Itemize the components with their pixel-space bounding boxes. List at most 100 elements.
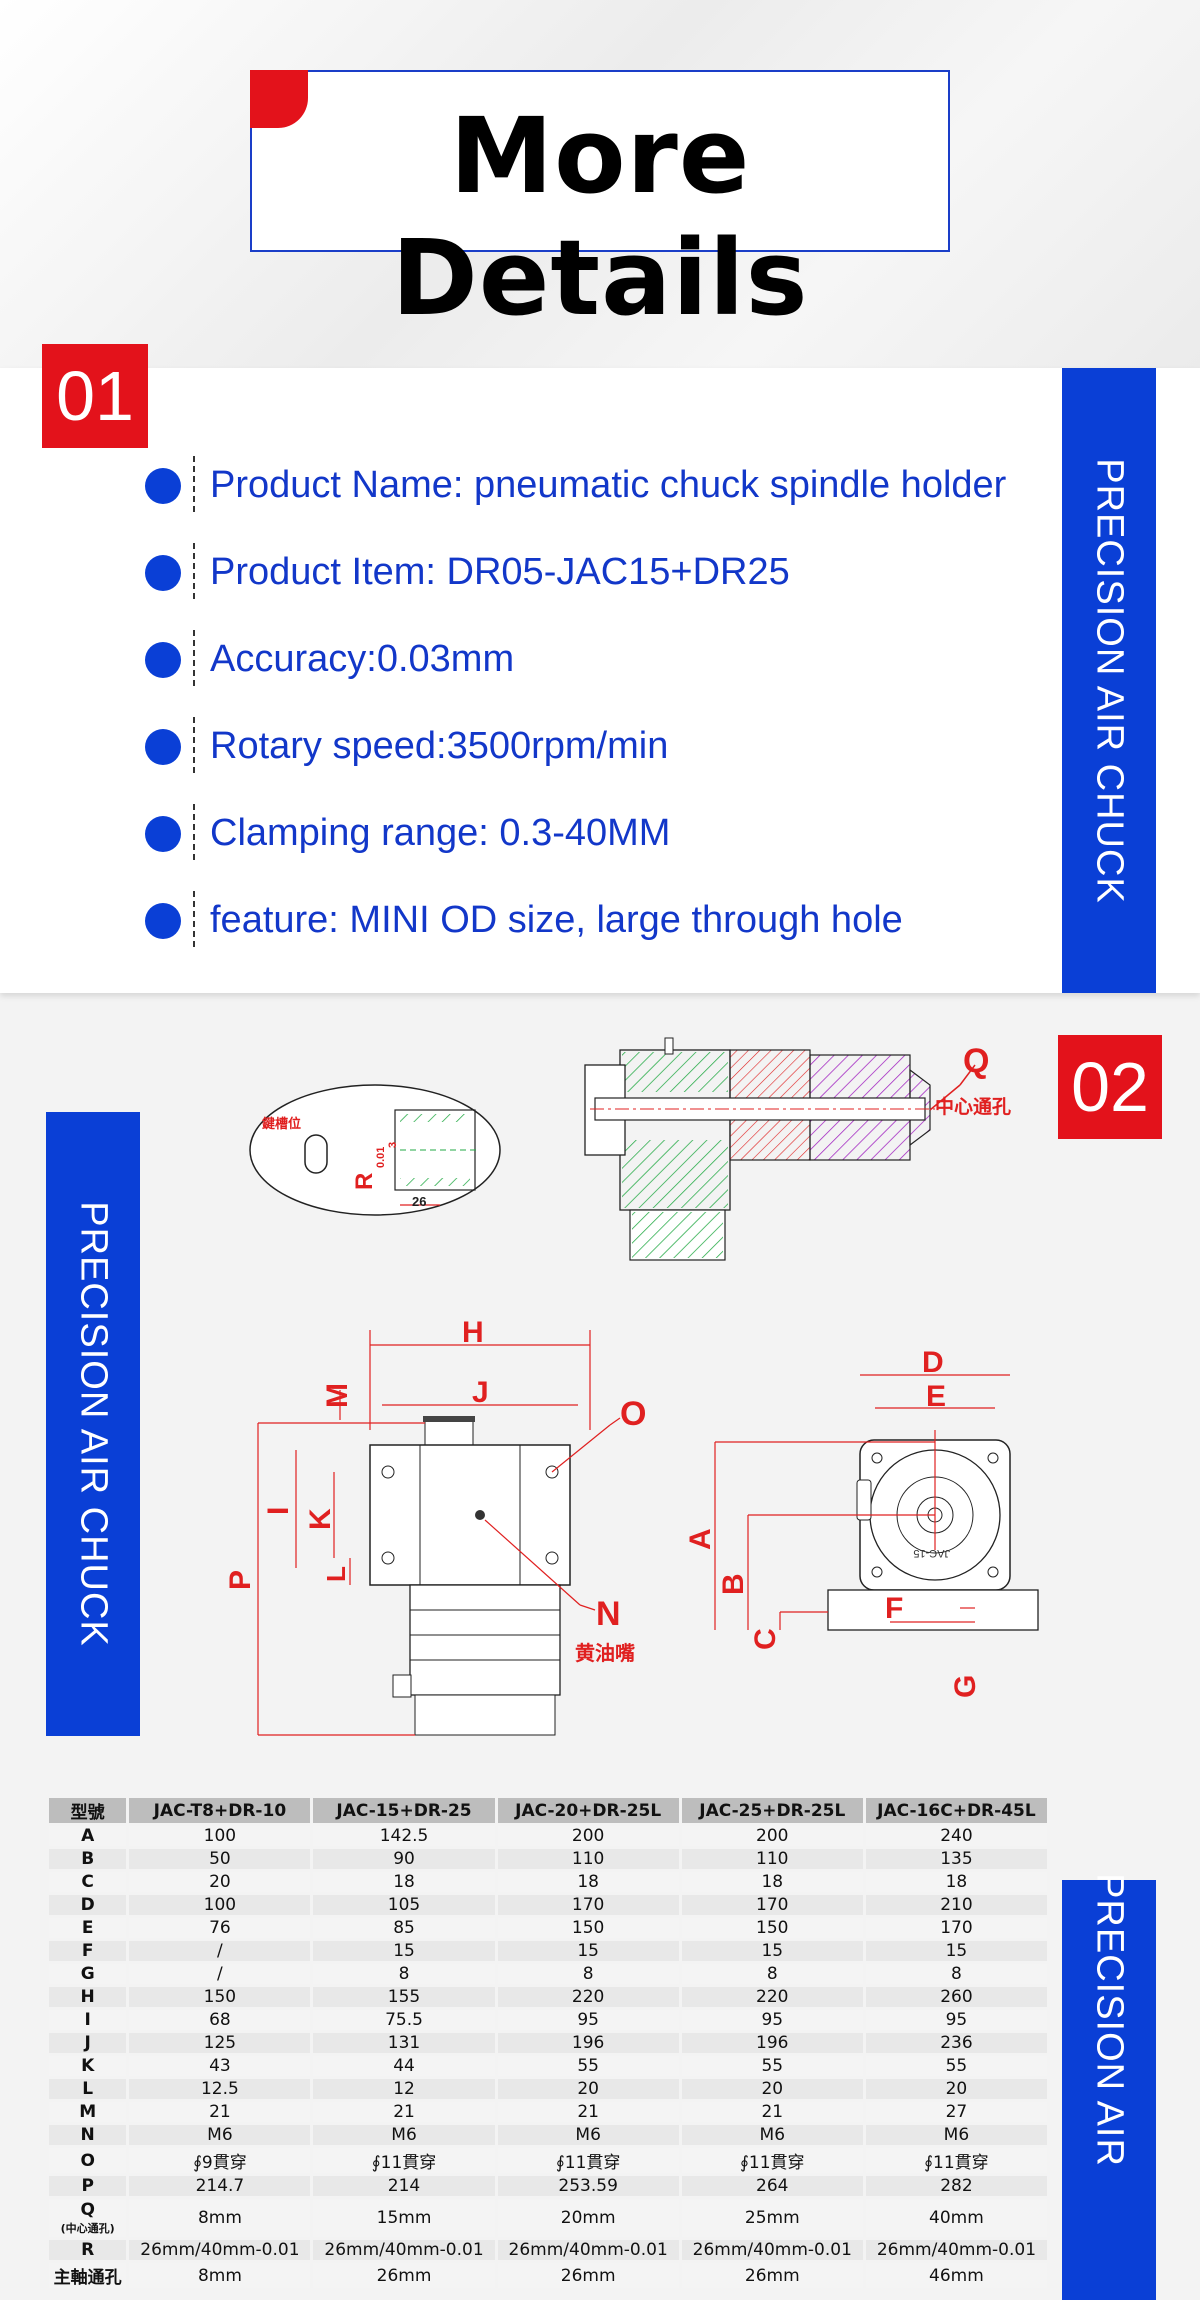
table-cell: 20 xyxy=(129,1872,311,1892)
row-label: I xyxy=(84,2010,91,2030)
row-label-cell: K xyxy=(49,2056,127,2076)
spec-text: Clamping range: 0.3-40MM xyxy=(210,812,671,854)
row-label-cell: M xyxy=(49,2102,127,2122)
dim-e-label: E xyxy=(926,1380,946,1413)
table-cell: M6 xyxy=(681,2125,863,2145)
table-cell: 20mm xyxy=(497,2199,679,2237)
table-cell: 20 xyxy=(681,2079,863,2099)
table-cell: 8mm xyxy=(129,2263,311,2288)
table-cell: 68 xyxy=(129,2010,311,2030)
row-label: N xyxy=(80,2125,95,2145)
dim-r-tolerance: 0.01 xyxy=(375,1147,387,1168)
divider xyxy=(193,891,195,947)
row-label: 主軸通孔 xyxy=(53,2268,122,2288)
row-label: E xyxy=(81,1918,94,1938)
table-cell: 21 xyxy=(129,2102,311,2122)
bullet-icon xyxy=(145,903,181,939)
title-frame xyxy=(250,70,950,252)
row-label: C xyxy=(81,1872,94,1892)
technical-drawing: 鍵槽位 R 0.01 3 26 Q 中心通孔 xyxy=(224,1037,1039,1736)
spec-text: Product Item: DR05-JAC15+DR25 xyxy=(210,551,790,593)
table-header-model: JAC-15+DR-25 xyxy=(313,1798,495,1823)
table-cell: 55 xyxy=(865,2056,1047,2076)
table-cell: 110 xyxy=(497,1849,679,1869)
dim-q-label: Q xyxy=(963,1042,989,1080)
bullet-icon xyxy=(145,816,181,852)
table-cell: 8 xyxy=(865,1964,1047,1984)
table-cell: 12 xyxy=(313,2079,495,2099)
table-cell: 105 xyxy=(313,1895,495,1915)
page-title: More Details xyxy=(391,95,809,339)
table-cell: ∮11貫穿 xyxy=(865,2148,1047,2173)
table-cell: 55 xyxy=(497,2056,679,2076)
dim-h-label: H xyxy=(462,1316,484,1349)
title-corner-tab xyxy=(250,70,308,128)
table-cell: 282 xyxy=(865,2176,1047,2196)
row-label-cell: D xyxy=(49,1895,127,1915)
table-cell: 76 xyxy=(129,1918,311,1938)
side-banner: PRECISION AIR xyxy=(1062,1873,1156,2300)
table-cell: 196 xyxy=(497,2033,679,2053)
dim-m-label: M xyxy=(321,1383,354,1408)
dim-d-label: D xyxy=(922,1346,944,1379)
spec-text: Rotary speed:3500rpm/min xyxy=(210,725,669,767)
divider xyxy=(193,804,195,860)
table-cell: 21 xyxy=(681,2102,863,2122)
dim-g-label: G xyxy=(949,1675,982,1698)
row-label: D xyxy=(80,1895,95,1915)
table-cell: / xyxy=(129,1964,311,1984)
table-cell: 170 xyxy=(865,1918,1047,1938)
table-cell: 20 xyxy=(497,2079,679,2099)
table-cell: 21 xyxy=(313,2102,495,2122)
row-label-cell: N xyxy=(49,2125,127,2145)
dim-j-label: J xyxy=(472,1376,489,1409)
dim-n-label: N xyxy=(596,1595,621,1633)
table-cell: 18 xyxy=(865,1872,1047,1892)
row-label: Q xyxy=(80,2200,95,2220)
table-cell: 18 xyxy=(313,1872,495,1892)
table-cell: 40mm xyxy=(865,2199,1047,2237)
spec-item: Rotary speed:3500rpm/min xyxy=(145,717,1045,777)
side-view: JAC-15 xyxy=(827,1439,1039,1631)
table-cell: M6 xyxy=(313,2125,495,2145)
table-header-model: JAC-T8+DR-10 xyxy=(129,1798,311,1823)
table-cell: 12.5 xyxy=(129,2079,311,2099)
nameplate-text: JAC-15 xyxy=(913,1547,950,1559)
table-cell: 15 xyxy=(681,1941,863,1961)
table-cell: 15 xyxy=(313,1941,495,1961)
spec-item: Accuracy:0.03mm xyxy=(145,630,1045,690)
table-cell: 21 xyxy=(497,2102,679,2122)
table-cell: 26mm xyxy=(681,2263,863,2288)
row-label: A xyxy=(81,1826,95,1846)
table-cell: 125 xyxy=(129,2033,311,2053)
dim-n-note: 黄油嘴 xyxy=(575,1641,635,1665)
table-cell: 8 xyxy=(497,1964,679,1984)
spec-item: Clamping range: 0.3-40MM xyxy=(145,804,1045,864)
table-header-label: 型號 xyxy=(49,1798,127,1823)
table-cell: 27 xyxy=(865,2102,1047,2122)
table-cell: 26mm xyxy=(497,2263,679,2288)
row-label-cell: I xyxy=(49,2010,127,2030)
table-cell: 170 xyxy=(681,1895,863,1915)
table-cell: 26mm/40mm-0.01 xyxy=(681,2240,863,2260)
table-cell: 260 xyxy=(865,1987,1047,2007)
table-header-model: JAC-25+DR-25L xyxy=(681,1798,863,1823)
table-cell: 200 xyxy=(681,1826,863,1846)
keyway-detail: 鍵槽位 R 0.01 3 26 xyxy=(249,1084,501,1216)
table-cell: 196 xyxy=(681,2033,863,2053)
section-badge-01: 01 xyxy=(42,344,148,448)
table-cell: 15 xyxy=(865,1941,1047,1961)
table-cell: 44 xyxy=(313,2056,495,2076)
table-cell: 90 xyxy=(313,1849,495,1869)
row-label: M xyxy=(79,2102,97,2122)
